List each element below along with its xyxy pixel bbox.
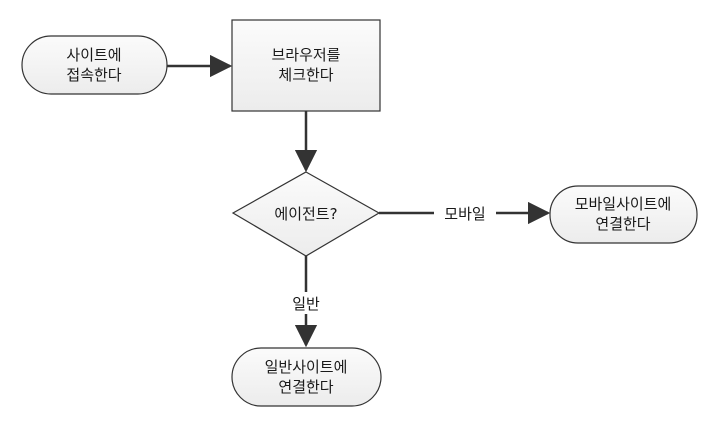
node-decision: 에이전트? bbox=[231, 171, 381, 257]
node-check-line2: 체크한다 bbox=[278, 66, 333, 84]
node-general-line2: 연결한다 bbox=[278, 378, 333, 396]
edge-label-mobile: 모바일 bbox=[444, 205, 485, 223]
edge-label-general-bg bbox=[284, 292, 328, 314]
edge-label-mobile-bg bbox=[434, 202, 496, 224]
node-decision-label: 에이전트? bbox=[274, 205, 337, 223]
node-start-line2: 접속한다 bbox=[66, 66, 121, 84]
node-start-line1: 사이트에 bbox=[66, 46, 121, 64]
node-start: 사이트에 접속한다 bbox=[21, 35, 168, 95]
node-check: 브라우저를 체크한다 bbox=[231, 19, 381, 112]
node-general: 일반사이트에 연결한다 bbox=[231, 347, 382, 407]
node-mobile-line2: 연결한다 bbox=[595, 215, 650, 233]
node-mobile: 모바일사이트에 연결한다 bbox=[549, 185, 698, 244]
node-mobile-line1: 모바일사이트에 bbox=[575, 195, 672, 213]
node-check-line1: 브라우저를 bbox=[271, 46, 340, 64]
edge-label-general: 일반 bbox=[292, 295, 320, 313]
node-general-line1: 일반사이트에 bbox=[265, 358, 348, 376]
